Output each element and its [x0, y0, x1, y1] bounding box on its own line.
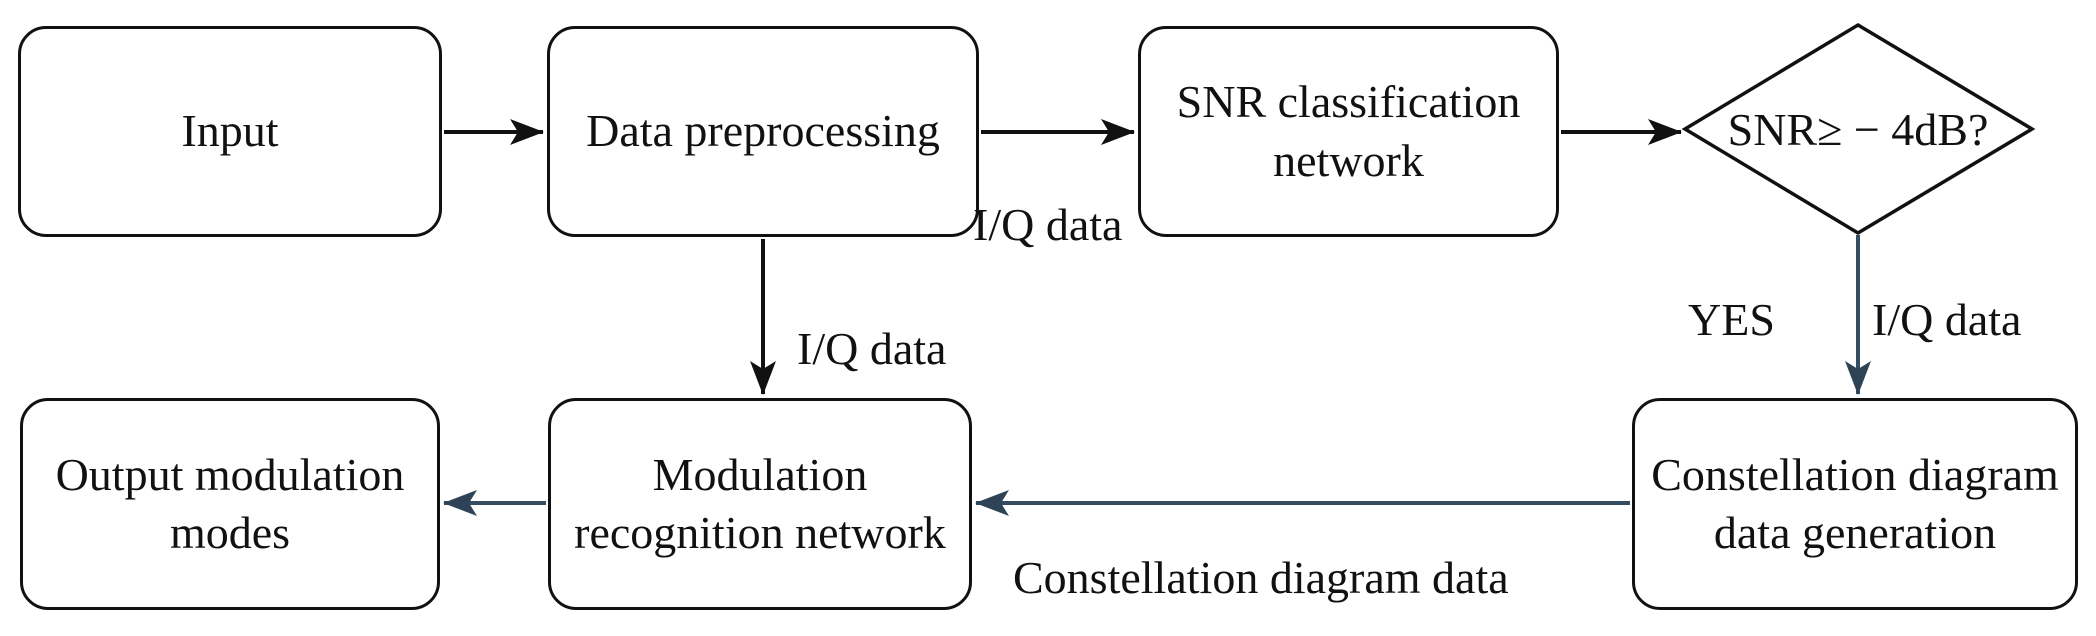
node-modulation-recognition-network: Modulation recognition network	[548, 398, 972, 610]
node-snr-classification-network: SNR classification network	[1138, 26, 1559, 237]
edge-label-iq-data-middle: I/Q data	[797, 323, 947, 374]
edge-label-yes: YES	[1688, 294, 1775, 345]
node-constellation-diagram-data-generation: Constellation diagram data generation	[1632, 398, 2078, 610]
node-snr-decision-label: SNR≥ − 4dB?	[1727, 104, 1989, 155]
edge-label-constellation-diagram-data: Constellation diagram data	[1013, 552, 1509, 603]
decision-diamond	[1681, 22, 2036, 236]
node-data-preprocessing: Data preprocessing	[547, 26, 979, 237]
node-output-modulation-modes: Output modulation modes	[20, 398, 440, 610]
node-input: Input	[18, 26, 442, 237]
edge-label-iq-data-top: I/Q data	[973, 199, 1123, 250]
edge-label-iq-data-right: I/Q data	[1872, 294, 2022, 345]
